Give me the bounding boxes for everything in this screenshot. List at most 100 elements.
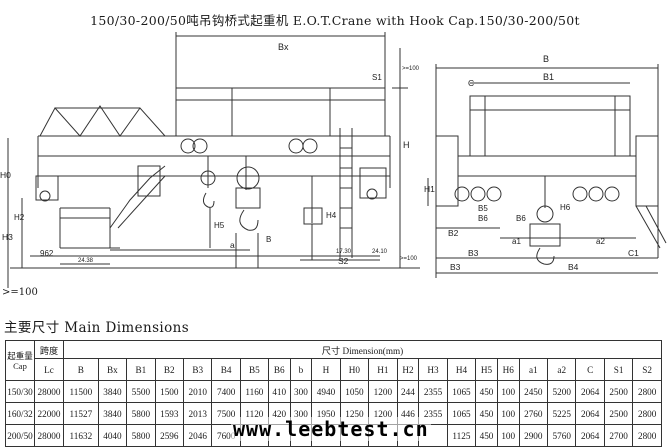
capacity-cell: 150/30: [5, 380, 35, 403]
capacity-cell: 160/32: [5, 402, 35, 425]
label-c1: C1: [628, 248, 639, 258]
dimension-cell: 3840: [97, 402, 128, 425]
label-h5: H5: [214, 221, 225, 230]
column-header: C: [575, 358, 605, 381]
label-b4: B4: [568, 262, 579, 272]
dimension-cell: 450: [475, 402, 498, 425]
label-b: B: [266, 235, 271, 244]
header-dimensions: 尺寸 Dimension(mm): [63, 340, 662, 359]
column-header: a2: [546, 358, 577, 381]
label-h3: H3: [2, 232, 13, 242]
label-s1: S1: [372, 73, 382, 82]
dimension-cell: 5800: [126, 402, 156, 425]
capacity-cell: 200/50: [5, 424, 35, 447]
label-a2: a2: [596, 237, 605, 246]
dimension-cell: 2064: [575, 424, 605, 447]
dimension-cell: 1593: [154, 402, 185, 425]
watermark: www.leebtest.cn: [231, 417, 431, 441]
header-span: 跨度: [34, 340, 64, 359]
dimension-cell: 2450: [518, 380, 549, 403]
dimension-cell: 2800: [632, 424, 662, 447]
dimension-cell: 2064: [575, 380, 605, 403]
dimension-cell: 1500: [154, 380, 185, 403]
dimension-cell: 2800: [632, 380, 662, 403]
span-cell: 28000: [34, 424, 64, 447]
column-header: H2: [396, 358, 420, 381]
label-bx: Bx: [278, 42, 289, 52]
label-b3-mid: B3: [468, 248, 479, 258]
label-h1: H1: [424, 184, 435, 194]
label-h: H: [403, 140, 410, 150]
column-header: H6: [496, 358, 520, 381]
column-header: B: [63, 358, 99, 381]
dimension-cell: 7400: [211, 380, 241, 403]
label-ge100-top: >=100: [402, 66, 420, 72]
dimension-cell: 450: [475, 424, 498, 447]
dimension-cell: 2046: [183, 424, 213, 447]
column-header: b: [289, 358, 313, 381]
dimension-cell: 2013: [183, 402, 213, 425]
clearance-label: >=100: [2, 287, 38, 298]
dimension-cell: 2064: [575, 402, 605, 425]
dimension-cell: 450: [475, 380, 498, 403]
header-capacity: 起重量 Cap: [5, 340, 35, 381]
dimension-cell: 4940: [311, 380, 341, 403]
label-2410: 24.10: [372, 249, 388, 255]
label-h6: H6: [560, 203, 571, 212]
dimension-cell: 3840: [97, 380, 128, 403]
column-header: Bx: [97, 358, 128, 381]
dimension-cell: 100: [496, 424, 520, 447]
column-header: H5: [475, 358, 498, 381]
column-header: B2: [154, 358, 185, 381]
label-b-side: B: [543, 54, 549, 64]
label-b1: B1: [543, 72, 554, 82]
dimension-cell: 5760: [546, 424, 577, 447]
dimension-cell: 1065: [446, 402, 477, 425]
column-header: B3: [183, 358, 213, 381]
span-cell: 28000: [34, 380, 64, 403]
dimension-cell: 2355: [418, 380, 448, 403]
dimension-cell: 1160: [239, 380, 269, 403]
dimension-cell: 410: [267, 380, 291, 403]
label-h4: H4: [326, 211, 337, 220]
label-c: C: [468, 78, 474, 88]
label-b3: B3: [450, 262, 461, 272]
header-span-symbol: Lc: [34, 358, 64, 381]
label-b6b: B6: [516, 214, 526, 223]
dimension-cell: 4040: [97, 424, 128, 447]
dimension-cell: 300: [289, 380, 313, 403]
dimension-cell: 2500: [603, 402, 634, 425]
dimension-cell: 1200: [368, 380, 398, 403]
dimension-cell: 5200: [546, 380, 577, 403]
column-header: H0: [339, 358, 370, 381]
dimension-cell: 1125: [446, 424, 477, 447]
label-b5: B5: [478, 204, 488, 213]
label-b6a: B6: [478, 214, 488, 223]
dimension-cell: 1050: [339, 380, 370, 403]
label-ge100: >=100: [400, 256, 418, 262]
column-header: H4: [446, 358, 477, 381]
dimension-cell: 2700: [603, 424, 634, 447]
dimension-cell: 2800: [632, 402, 662, 425]
span-cell: 22000: [34, 402, 64, 425]
dimension-cell: 5800: [126, 424, 156, 447]
column-header: B5: [239, 358, 269, 381]
label-1730: 17.30: [336, 249, 352, 255]
dimension-cell: 5500: [126, 380, 156, 403]
dimension-cell: 2596: [154, 424, 185, 447]
section-title: 主要尺寸 Main Dimensions: [4, 320, 190, 336]
crane-technical-drawing: Bx H H0 H3 H2 H5 H4 B a S2 962 24.38 17.…: [0, 32, 667, 288]
label-2438: 24.38: [78, 258, 94, 264]
column-header: S1: [603, 358, 634, 381]
dimension-cell: 2010: [183, 380, 213, 403]
column-header: a1: [518, 358, 549, 381]
label-b2: B2: [448, 228, 459, 238]
column-header: B1: [126, 358, 156, 381]
dimension-cell: 11527: [63, 402, 99, 425]
label-s2: S2: [338, 256, 349, 266]
